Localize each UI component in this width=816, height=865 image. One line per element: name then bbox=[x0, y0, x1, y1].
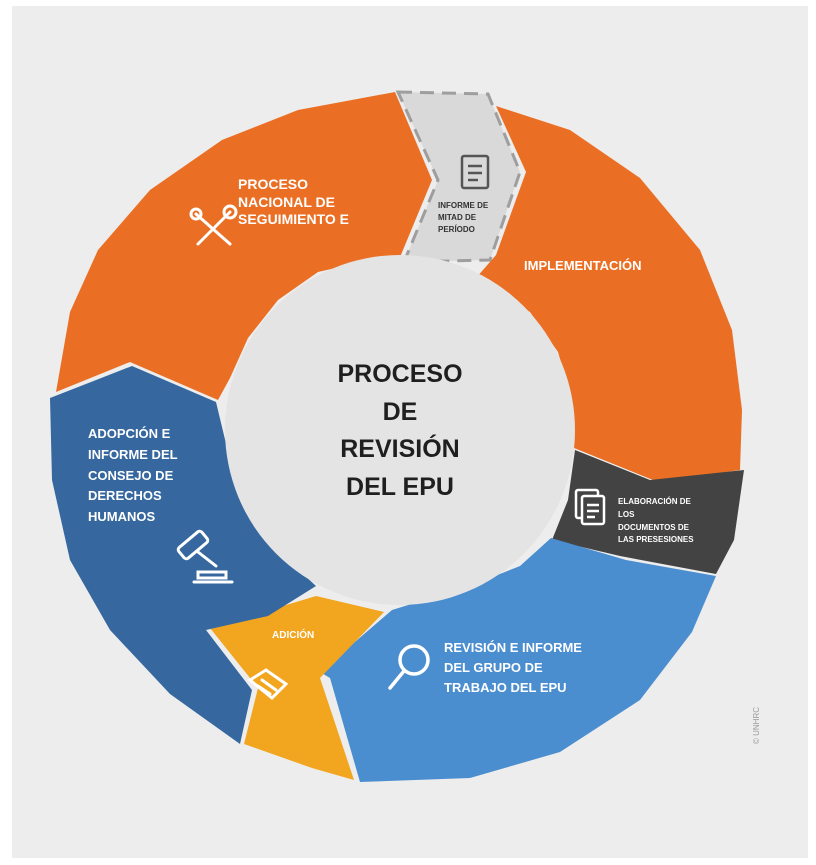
label-implementacion-line: IMPLEMENTACIÓN bbox=[524, 258, 642, 273]
label-mitad-line: MITAD DE bbox=[438, 213, 477, 222]
copyright-note: © UNHRC bbox=[752, 706, 761, 744]
center-circle bbox=[225, 255, 575, 605]
segment-elaboracion bbox=[552, 450, 744, 574]
label-seguimiento: PROCESO NACIONAL DE SEGUIMIENTO E bbox=[238, 176, 349, 229]
label-adopcion: ADOPCIÓN E INFORME DEL CONSEJO DE DERECH… bbox=[88, 424, 178, 528]
segment-seguimiento bbox=[56, 92, 432, 400]
label-elaboracion-line: LOS bbox=[618, 509, 635, 519]
label-adopcion-line: ADOPCIÓN E bbox=[88, 426, 171, 441]
label-elaboracion-line: LAS PRESESIONES bbox=[618, 535, 694, 545]
segment-mitad bbox=[395, 90, 522, 264]
center-title-line-4: DEL EPU bbox=[346, 472, 454, 501]
magnifier-icon bbox=[388, 644, 430, 690]
handshake-icon bbox=[247, 668, 289, 701]
label-mitad-line: PERÍODO bbox=[438, 225, 475, 234]
label-elaboracion: ELABORACIÓN DE LOS DOCUMENTOS DE LAS PRE… bbox=[618, 496, 694, 547]
label-elaboracion-line: ELABORACIÓN DE bbox=[618, 497, 691, 506]
label-adicion-line: ADICIÓN bbox=[272, 630, 315, 641]
center-title-line-1: PROCESO bbox=[337, 360, 463, 388]
center-title-line-3: REVISIÓN bbox=[340, 435, 460, 463]
label-revision: REVISIÓN E INFORME DEL GRUPO DE TRABAJO … bbox=[444, 638, 582, 698]
label-seguimiento-line: PROCESO bbox=[238, 176, 309, 192]
label-revision-line: TRABAJO DEL EPU bbox=[444, 680, 567, 696]
gavel-icon bbox=[176, 529, 234, 584]
label-revision-line: DEL GRUPO DE bbox=[444, 660, 543, 676]
label-revision-line: REVISIÓN E INFORME bbox=[444, 640, 582, 655]
label-mitad-line: INFORME DE bbox=[438, 201, 489, 210]
segment-adicion bbox=[210, 596, 384, 780]
label-seguimiento-line: NACIONAL DE bbox=[238, 193, 335, 210]
documents-icon bbox=[574, 488, 606, 526]
label-adicion: ADICIÓN bbox=[272, 630, 314, 643]
segment-implementacion bbox=[476, 106, 742, 482]
document-icon bbox=[460, 154, 490, 190]
segment-revision bbox=[320, 538, 716, 782]
label-adopcion-line: DERECHOS bbox=[88, 488, 162, 504]
center-title-line-2: DE bbox=[382, 397, 418, 426]
label-seguimiento-line: SEGUIMIENTO E bbox=[238, 211, 349, 227]
tools-icon bbox=[189, 204, 238, 246]
center-title: PROCESO DE REVISIÓN DEL EPU bbox=[300, 356, 500, 506]
label-mitad: INFORME DE MITAD DE PERÍODO bbox=[438, 200, 488, 236]
label-adopcion-line: CONSEJO DE bbox=[88, 467, 174, 483]
label-adopcion-line: INFORME DEL bbox=[88, 446, 178, 462]
label-elaboracion-line: DOCUMENTOS DE bbox=[618, 522, 689, 532]
label-adopcion-line: HUMANOS bbox=[88, 509, 156, 525]
label-implementacion: IMPLEMENTACIÓN bbox=[524, 258, 641, 274]
